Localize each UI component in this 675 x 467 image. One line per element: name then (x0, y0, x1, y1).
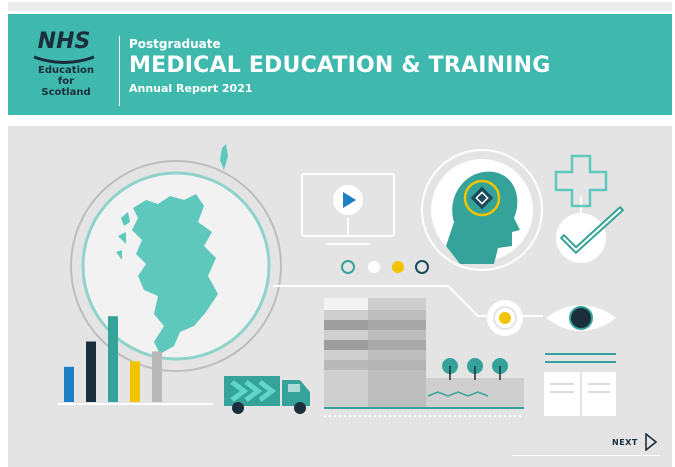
video-player-icon (301, 173, 395, 245)
dot-3 (392, 261, 404, 273)
header-subtitle: Annual Report 2021 (129, 82, 253, 95)
top-strip (8, 2, 672, 11)
dot-1 (341, 260, 355, 274)
page-title: MEDICAL EDUCATION & TRAINING (129, 53, 551, 78)
carousel-dots[interactable] (341, 260, 429, 274)
header-kicker: Postgraduate (129, 37, 221, 51)
illustration-canvas (58, 144, 625, 417)
bar-chart-icon (64, 316, 162, 402)
next-label: NEXT (612, 437, 638, 447)
connector-lines (273, 196, 582, 317)
logo-line3: Scotland (41, 87, 91, 98)
title-block: Postgraduate MEDICAL EDUCATION & TRAININ… (129, 36, 550, 98)
dot-4 (415, 260, 429, 274)
bar-1 (64, 366, 74, 402)
checkmark-icon (556, 205, 625, 263)
logo-subtitle: Education for Scotland (28, 65, 104, 98)
logo-line1: Education (38, 65, 94, 76)
truck-icon (224, 376, 310, 414)
head-brain-icon (421, 149, 543, 271)
document-icon (544, 372, 616, 416)
bar-5 (152, 351, 162, 402)
target-icon (487, 300, 523, 336)
next-button[interactable]: NEXT (612, 432, 658, 452)
nhs-wordmark: NHS (37, 29, 91, 54)
scotland-map-icon (70, 144, 282, 372)
header-divider (119, 36, 120, 106)
logo-swoosh-icon (33, 55, 95, 64)
building-icon (324, 298, 524, 408)
bar-2 (86, 341, 96, 402)
chevron-right-outline-icon (644, 433, 658, 451)
plus-icon (554, 154, 608, 208)
bar-4 (130, 361, 140, 402)
eye-icon (545, 305, 616, 363)
dot-2 (368, 261, 380, 273)
report-header: NHS Education for Scotland Postgraduate … (8, 14, 672, 115)
nhs-education-scotland-logo[interactable]: NHS Education for Scotland (28, 30, 104, 104)
hero-illustration (8, 126, 672, 467)
bar-3 (108, 316, 118, 402)
trees-icon (427, 358, 508, 397)
logo-line2: for (57, 76, 75, 87)
next-underline (512, 455, 660, 456)
